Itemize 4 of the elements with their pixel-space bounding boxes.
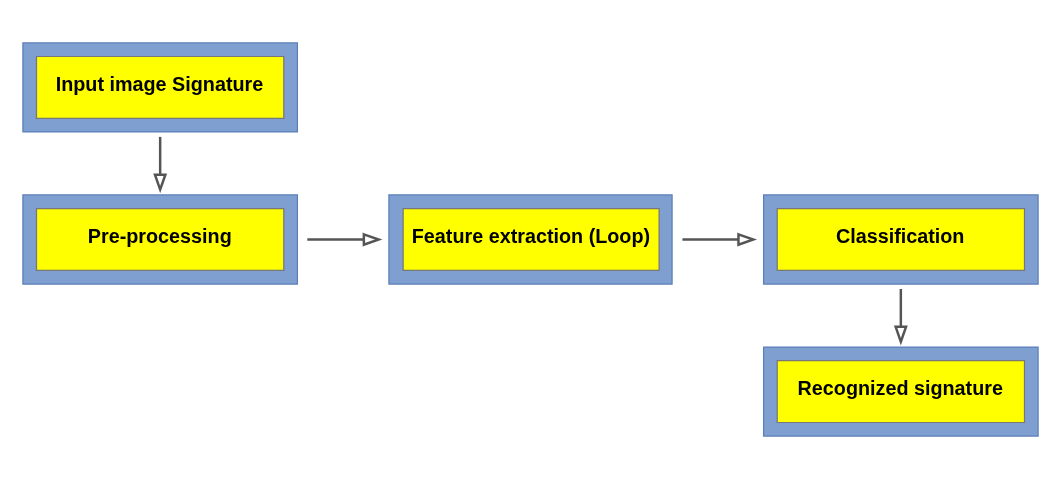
arrow <box>307 232 383 247</box>
arrow <box>682 232 758 247</box>
arrow <box>153 136 168 194</box>
arrow <box>893 289 908 346</box>
